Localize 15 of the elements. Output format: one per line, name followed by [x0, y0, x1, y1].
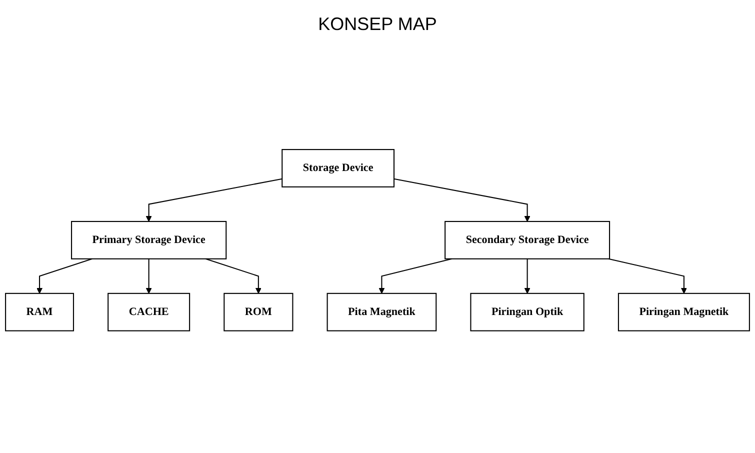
node-box: Secondary Storage Device: [444, 221, 610, 260]
arrow: [394, 178, 530, 222]
node-box: Storage Device: [282, 149, 395, 188]
arrow: [524, 259, 530, 294]
node-box: Pita Magnetik: [326, 293, 437, 332]
arrow: [146, 178, 282, 222]
node-box: Piringan Optik: [470, 293, 584, 332]
node-box: Primary Storage Device: [71, 221, 227, 260]
node-box: Piringan Magnetik: [618, 293, 750, 332]
arrow: [146, 259, 152, 294]
node-box: RAM: [5, 293, 74, 332]
node-box: ROM: [224, 293, 294, 332]
node-box: CACHE: [108, 293, 190, 332]
diagram-title: KONSEP MAP: [317, 14, 438, 36]
arrow: [608, 258, 687, 294]
